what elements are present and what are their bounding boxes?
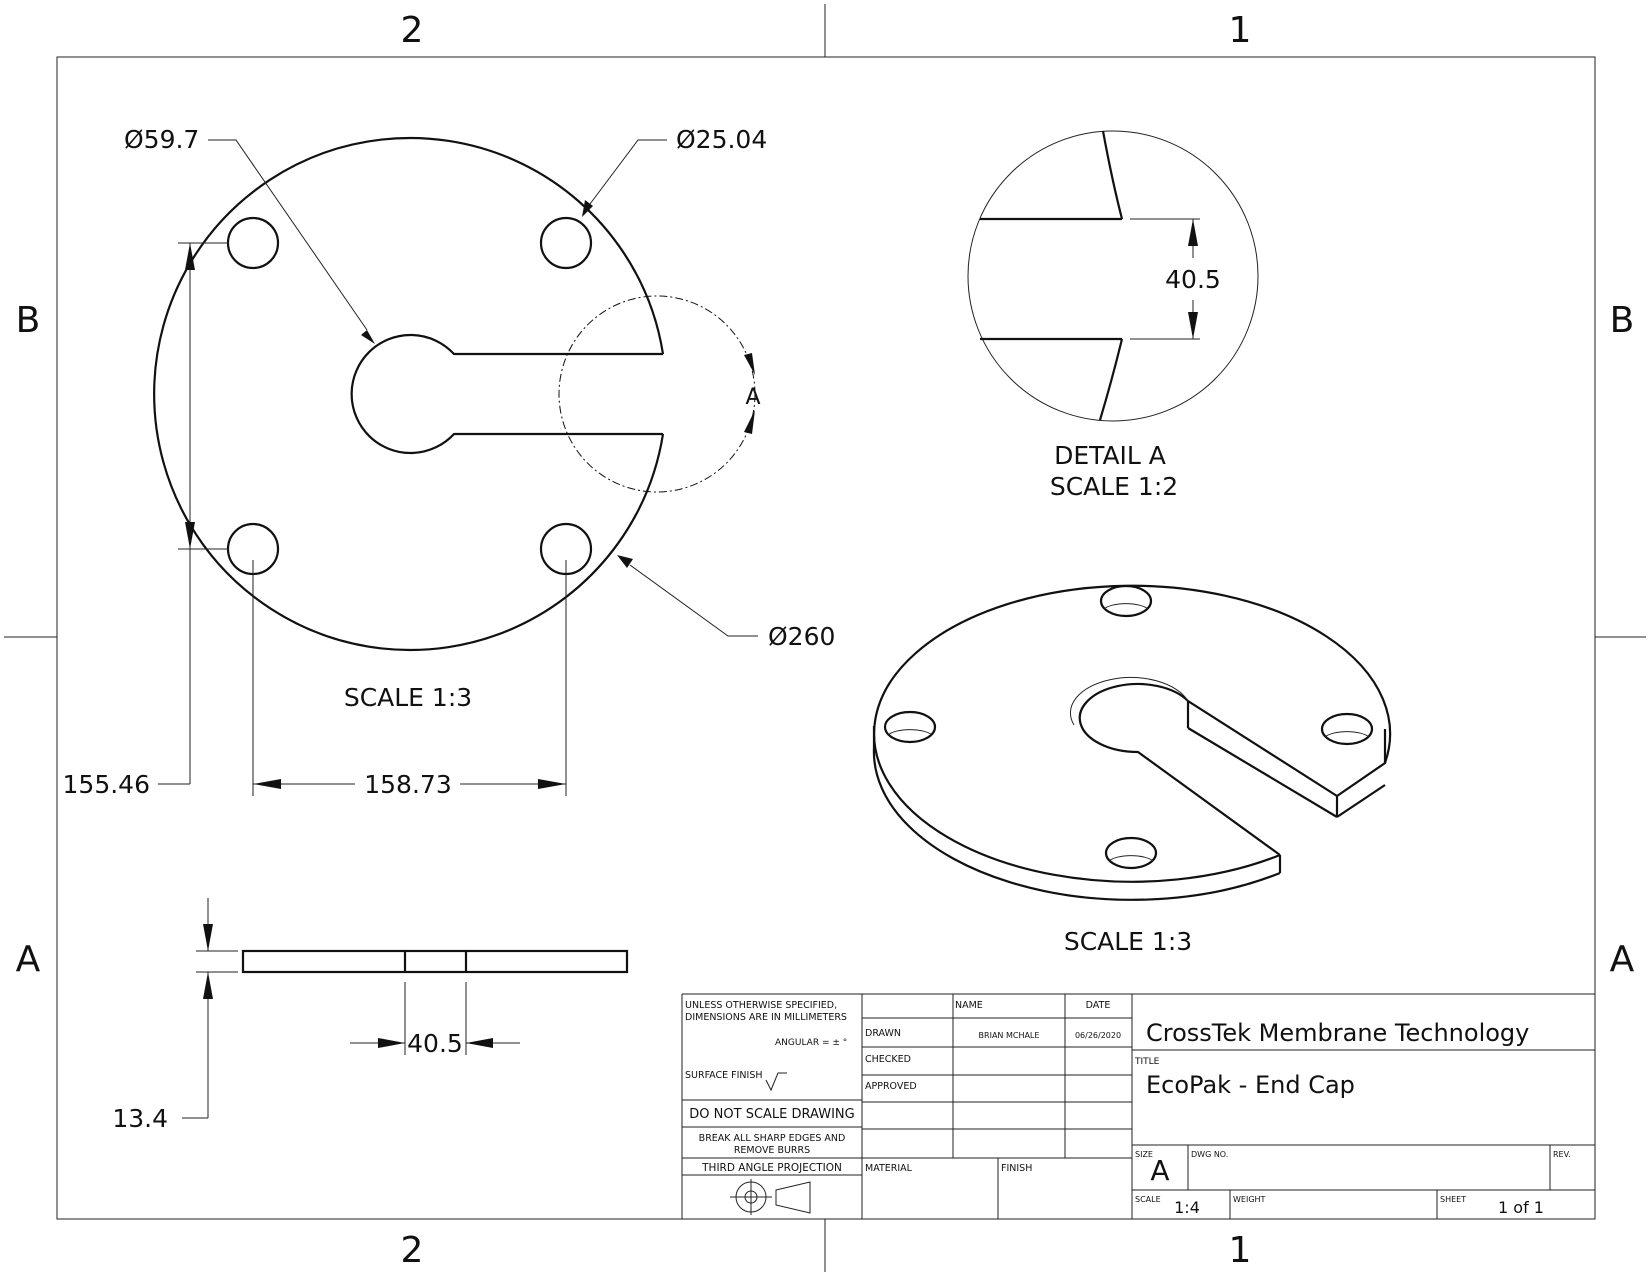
detail-slot-width: 40.5 (1165, 265, 1221, 294)
detail-view: 40.5 DETAIL A SCALE 1:2 (967, 130, 1259, 501)
finish-label: FINISH (1001, 1163, 1032, 1174)
iso-hole (1320, 712, 1374, 746)
detail-boundary (558, 295, 756, 493)
zone-right-b: B (1610, 300, 1635, 341)
tolerance-note-2: DIMENSIONS ARE IN MILLIMETERS (685, 1012, 847, 1023)
bolt-hole (226, 216, 280, 270)
angular-note: ANGULAR = ± ° (775, 1038, 847, 1048)
sheet-label: SHEET (1440, 1195, 1466, 1204)
top-view-scale: SCALE 1:3 (344, 683, 472, 712)
name-header: NAME (955, 1000, 983, 1011)
size-label: SIZE (1135, 1150, 1153, 1159)
approved-label: APPROVED (865, 1081, 917, 1092)
projection-symbol-icon (730, 1179, 811, 1215)
zone-top-2: 2 (401, 10, 424, 51)
do-not-scale: DO NOT SCALE DRAWING (689, 1107, 854, 1122)
iso-keyhole (1078, 682, 1338, 856)
projection-label: THIRD ANGLE PROJECTION (701, 1162, 842, 1174)
zone-labels: 2 1 2 1 B B A A (16, 10, 1635, 1271)
size-value: A (1150, 1154, 1169, 1187)
zone-bottom-1: 1 (1229, 1230, 1252, 1271)
dwg-no-label: DWG NO. (1191, 1150, 1228, 1159)
drawn-date: 06/26/2020 (1075, 1031, 1121, 1040)
tolerance-note-1: UNLESS OTHERWISE SPECIFIED, (685, 1000, 837, 1011)
vert-spacing-label: 155.46 (63, 770, 150, 799)
zone-left-a: A (16, 939, 41, 980)
surface-finish-icon (765, 1072, 787, 1092)
hole-dia-label: Ø25.04 (676, 125, 767, 154)
weight-label: WEIGHT (1233, 1195, 1266, 1204)
keyhole-slot (350, 333, 663, 455)
zone-top-1: 1 (1229, 10, 1252, 51)
outer-dia-label: Ø260 (768, 622, 835, 651)
outer-profile (153, 136, 665, 652)
bolt-hole (539, 216, 593, 270)
side-view: 13.4 40.5 (112, 898, 629, 1133)
zone-right-a: A (1610, 939, 1635, 980)
side-slot-width: 40.5 (407, 1029, 463, 1058)
side-profile (241, 949, 629, 974)
break-edges-1: BREAK ALL SHARP EDGES AND (699, 1133, 846, 1144)
horiz-spacing-label: 158.73 (364, 770, 451, 799)
title-block: UNLESS OTHERWISE SPECIFIED, DIMENSIONS A… (681, 993, 1595, 1219)
surface-finish-label: SURFACE FINISH (685, 1070, 763, 1081)
scale-label: SCALE (1135, 1195, 1161, 1204)
keyhole-dia-label: Ø59.7 (124, 125, 199, 154)
top-view: Ø59.7 Ø25.04 Ø260 A 155.46 158.73 SCALE … (63, 125, 836, 799)
material-label: MATERIAL (865, 1163, 913, 1174)
detail-callout-label: A (745, 385, 760, 410)
iso-hole (883, 710, 937, 744)
title-label: TITLE (1134, 1057, 1160, 1067)
detail-title: DETAIL A (1054, 441, 1166, 470)
iso-hole (1099, 584, 1153, 618)
drawn-label: DRAWN (865, 1028, 901, 1039)
zone-bottom-2: 2 (401, 1230, 424, 1271)
iso-scale: SCALE 1:3 (1064, 927, 1192, 956)
drawing-title: EcoPak - End Cap (1146, 1071, 1355, 1099)
drawn-name: BRIAN MCHALE (979, 1031, 1040, 1040)
company-name: CrossTek Membrane Technology (1146, 1019, 1529, 1047)
rev-label: REV. (1553, 1150, 1571, 1159)
iso-top-face (873, 584, 1392, 883)
detail-scale: SCALE 1:2 (1050, 472, 1178, 501)
iso-hole (1104, 836, 1158, 870)
sheet-value: 1 of 1 (1498, 1198, 1544, 1217)
detail-circle (967, 130, 1259, 422)
checked-label: CHECKED (865, 1054, 911, 1065)
iso-side-face (872, 726, 1281, 901)
iso-view: SCALE 1:3 (872, 584, 1392, 956)
date-header: DATE (1086, 1000, 1111, 1011)
scale-value: 1:4 (1174, 1198, 1200, 1217)
zone-left-b: B (16, 300, 41, 341)
sheet-border (4, 4, 1646, 1272)
thickness-label: 13.4 (112, 1104, 168, 1133)
break-edges-2: REMOVE BURRS (734, 1145, 810, 1156)
